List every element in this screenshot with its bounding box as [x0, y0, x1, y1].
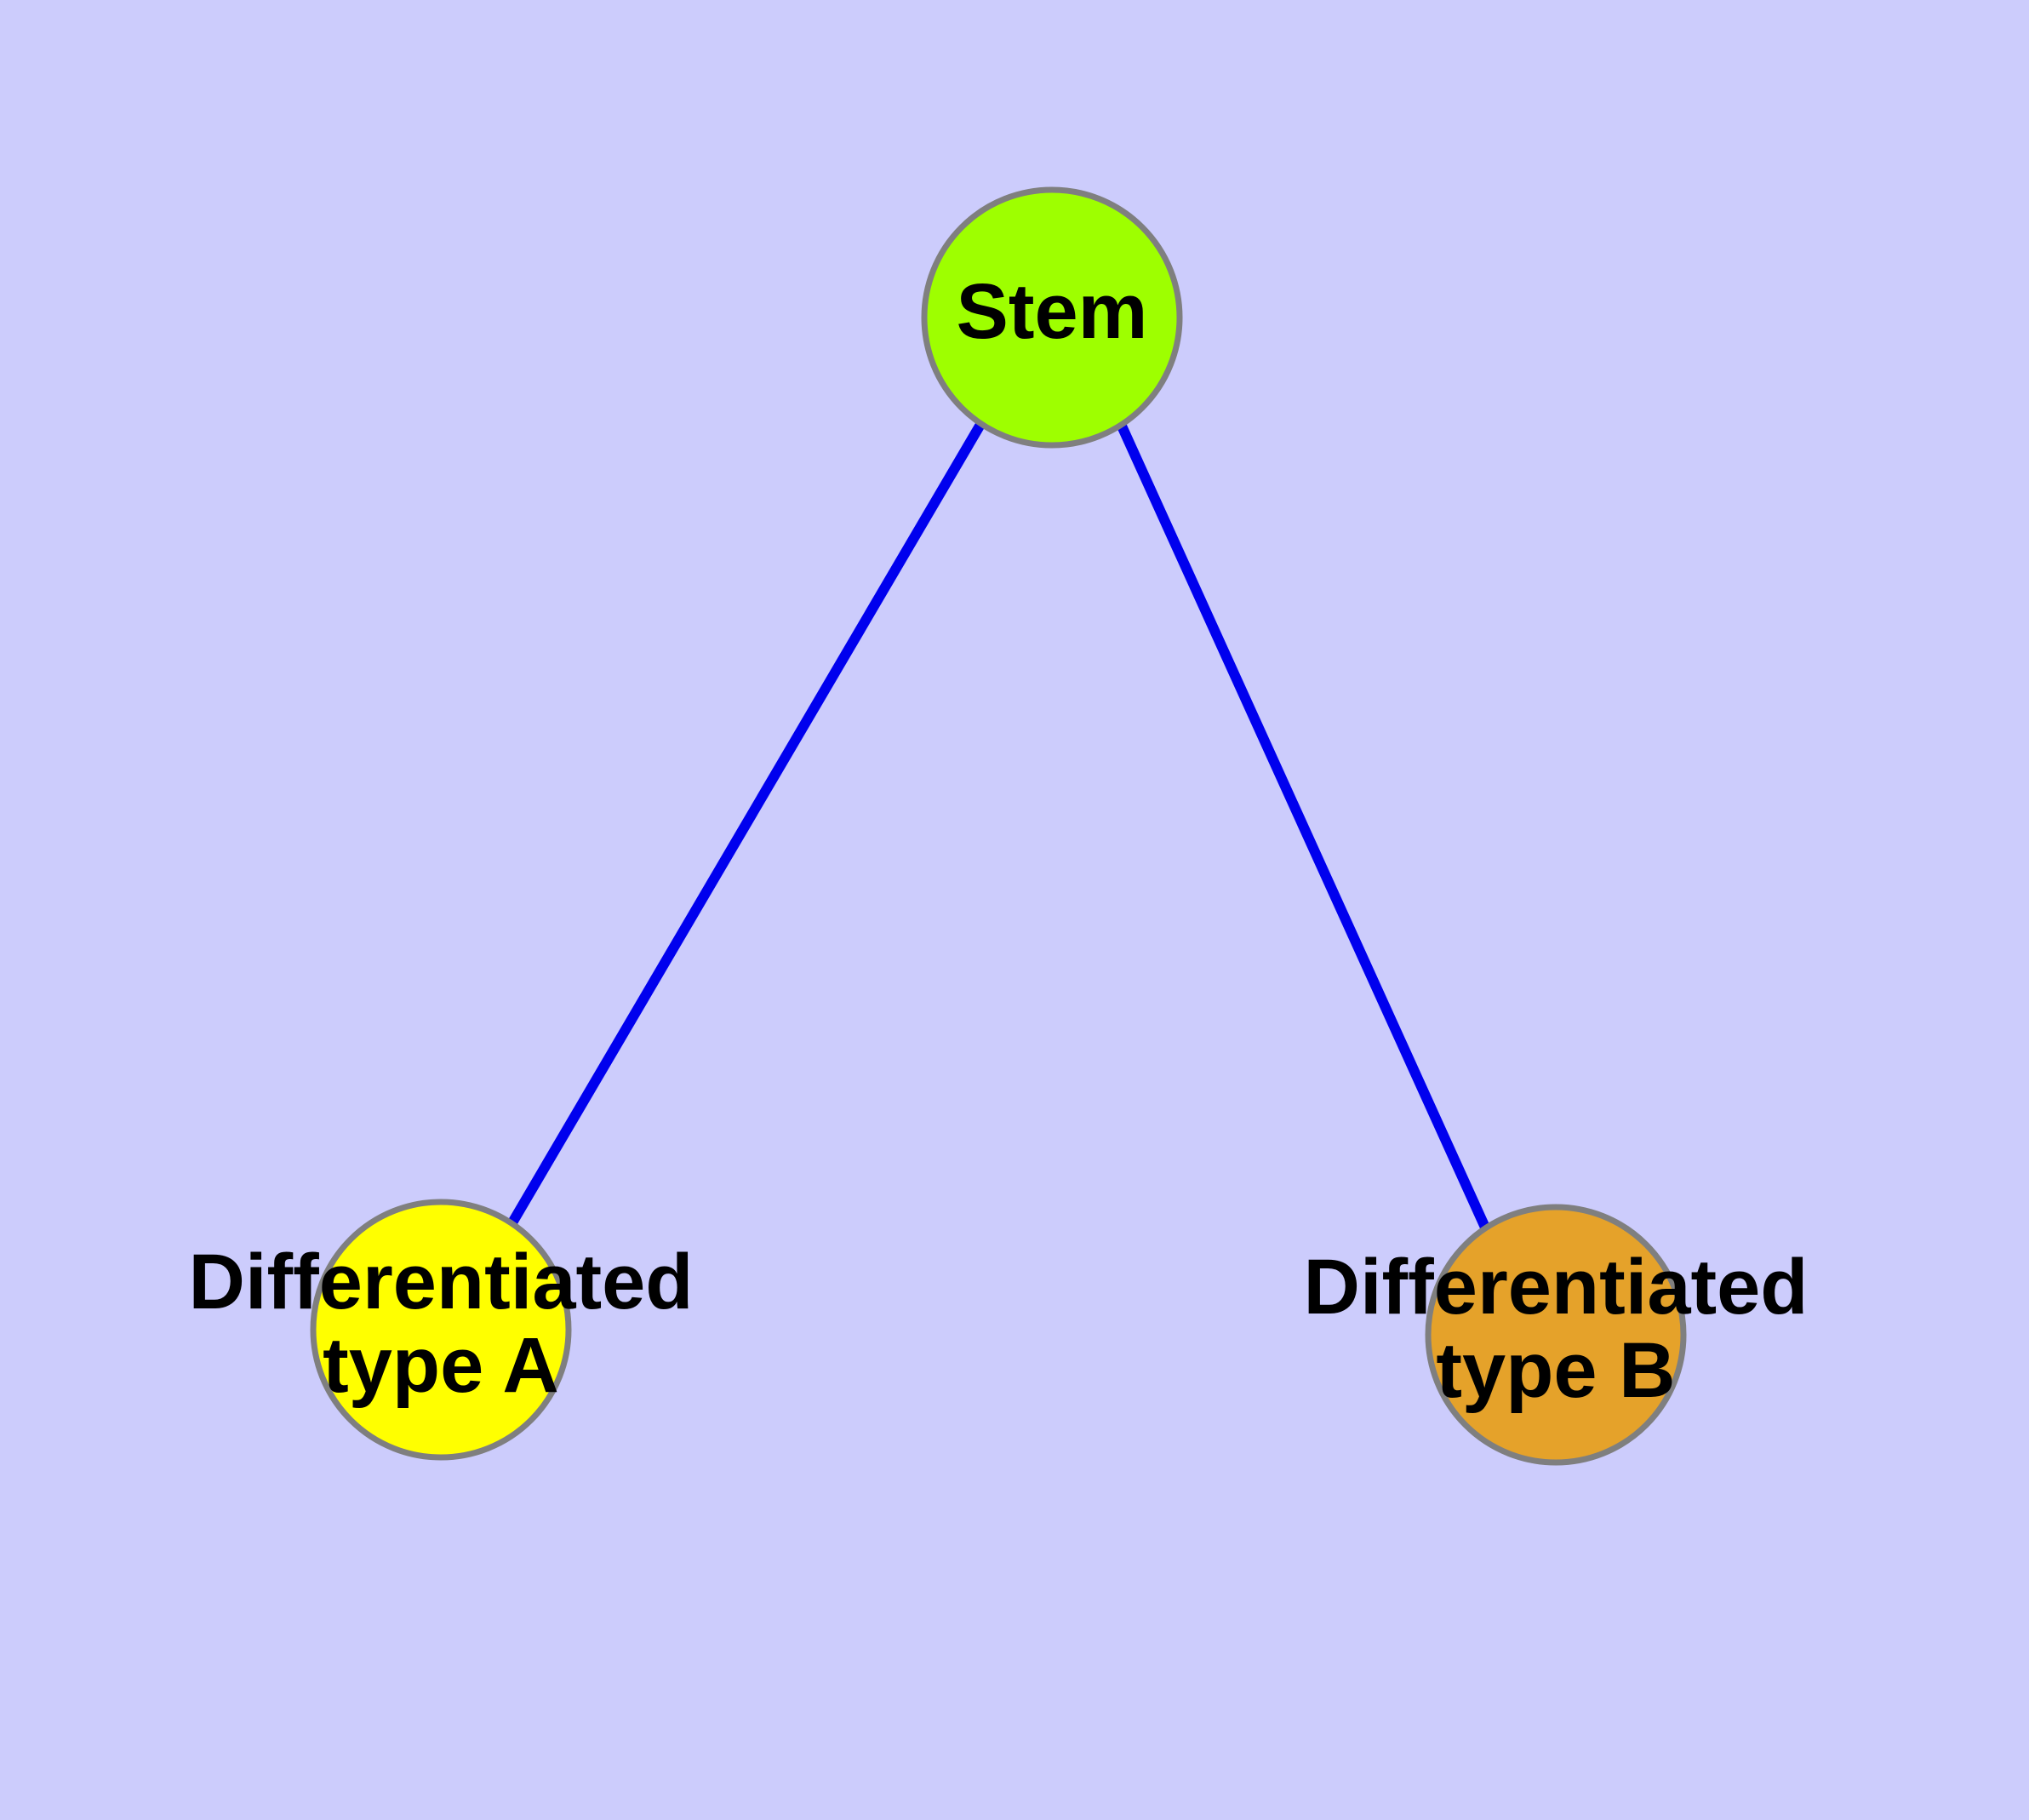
node-label-line: type A — [323, 1322, 559, 1409]
node-label-line: Stem — [957, 268, 1148, 355]
graph-node-stem[interactable]: Stem — [921, 186, 1183, 449]
graph-edge-stem-to-diff_b[interactable] — [1115, 420, 1491, 1232]
node-label-line: Differentiated — [189, 1239, 694, 1326]
edges-layer — [506, 420, 1491, 1232]
node-circle-diff_b[interactable] — [1425, 1204, 1687, 1466]
node-circle-stem[interactable] — [921, 186, 1183, 449]
node-label-line: type B — [1436, 1327, 1675, 1414]
node-label-line: Differentiated — [1304, 1245, 1809, 1331]
node-label-stem: Stem — [957, 268, 1148, 355]
graph-edge-stem-to-diff_a[interactable] — [506, 420, 986, 1228]
node-circle-diff_a[interactable] — [310, 1199, 572, 1461]
